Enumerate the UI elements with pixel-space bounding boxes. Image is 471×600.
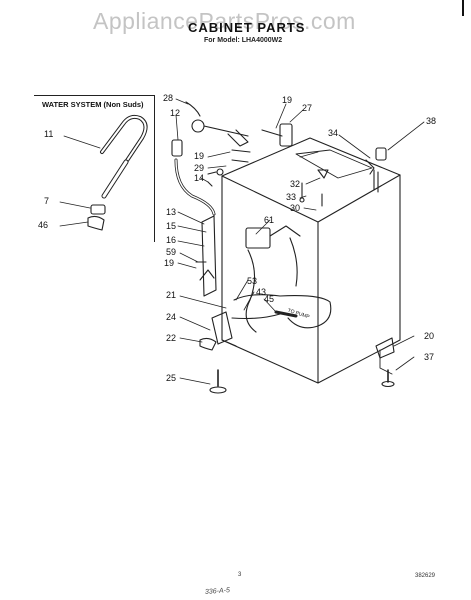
footer-page-number: 3: [238, 572, 242, 578]
callout-19b: 19: [194, 151, 205, 161]
callout-46: 46: [38, 220, 49, 230]
callout-22: 22: [166, 333, 177, 343]
callout-13: 13: [166, 207, 177, 217]
callout-15: 15: [166, 221, 177, 231]
callout-53: 53: [247, 276, 258, 286]
callout-59: 59: [166, 247, 177, 257]
callout-25: 25: [166, 373, 177, 383]
callout-29: 29: [194, 163, 205, 173]
callout-19: 19: [282, 95, 293, 105]
corner-mark: [462, 0, 464, 16]
callout-34: 34: [328, 128, 339, 138]
internal-assembly: [195, 215, 332, 333]
callout-12: 12: [170, 108, 181, 118]
water-system-hoses: [87, 114, 148, 231]
lower-left-parts: [199, 311, 233, 394]
watermark: AppliancePartsPros.com: [93, 8, 356, 34]
leader-lines: [59, 98, 425, 385]
callout-30: 30: [290, 203, 301, 213]
lower-right-parts: [375, 337, 395, 388]
callout-24: 24: [166, 312, 177, 322]
callout-7: 7: [44, 196, 50, 206]
callout-61: 61: [264, 215, 275, 225]
callout-33: 33: [286, 192, 297, 202]
cabinet: [221, 137, 401, 384]
callout-43: 43: [256, 287, 267, 297]
water-system-box: [34, 95, 155, 242]
callout-14: 14: [194, 173, 205, 183]
callout-28: 28: [163, 93, 174, 103]
water-system-label: WATER SYSTEM (Non Suds): [42, 100, 144, 109]
callout-38: 38: [426, 116, 437, 126]
diagram-title: CABINET PARTS: [188, 20, 306, 35]
callout-27: 27: [302, 103, 313, 113]
upper-fittings: [171, 101, 293, 216]
callout-19c: 19: [164, 258, 175, 268]
model-subtitle: For Model: LHA4000W2: [204, 37, 283, 44]
callout-32: 32: [290, 179, 301, 189]
callout-21: 21: [166, 290, 177, 300]
callout-20: 20: [424, 331, 435, 341]
callout-11: 11: [44, 129, 54, 139]
callout-37: 37: [424, 352, 435, 362]
callout-45: 45: [264, 294, 275, 304]
right-fittings: [299, 147, 387, 207]
callout-16: 16: [166, 235, 177, 245]
footer-doc-number: 382629: [415, 573, 436, 579]
